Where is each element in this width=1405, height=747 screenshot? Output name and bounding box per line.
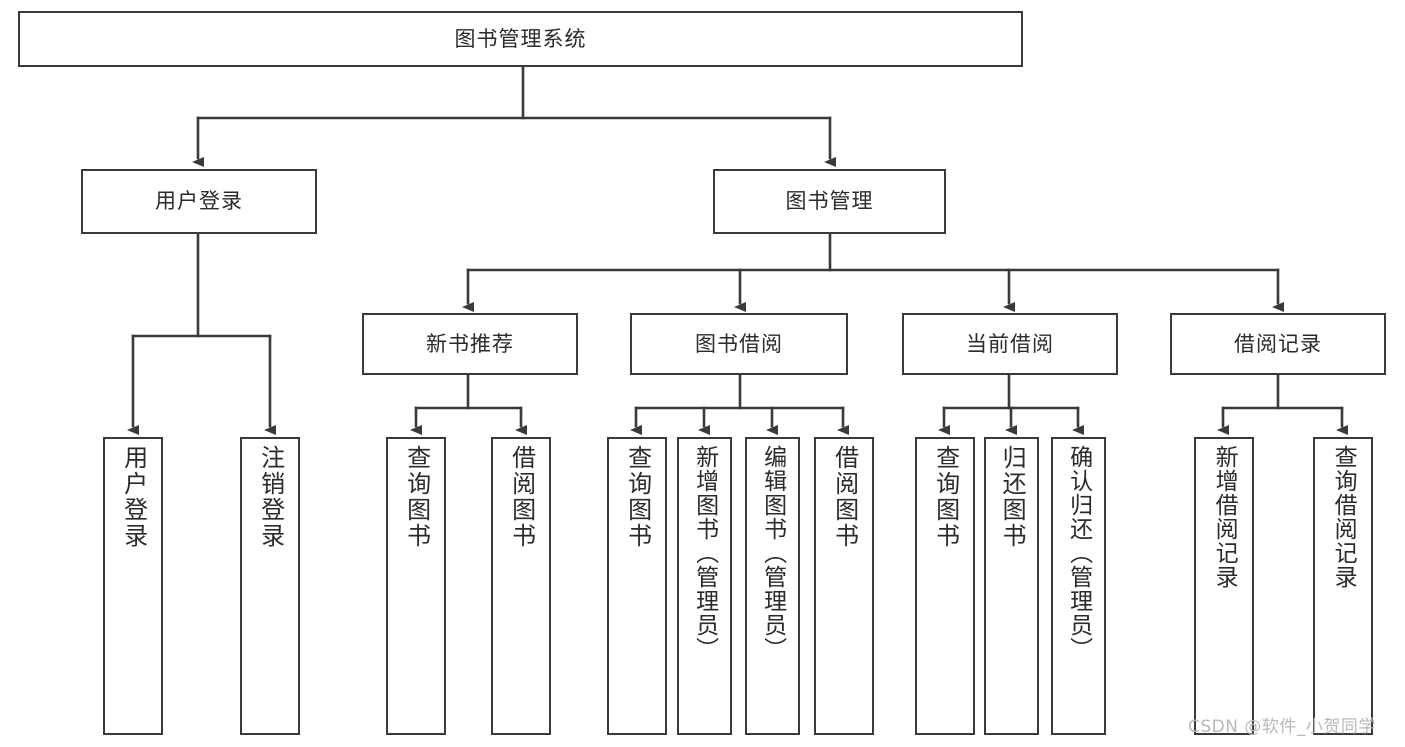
node-root-book-management-system[interactable]: 图书管理系统 <box>18 11 1023 67</box>
leaf-edit-book-admin[interactable]: 编辑图书（管理员） <box>745 437 800 735</box>
node-label: 新书推荐 <box>426 331 514 356</box>
leaf-query-book-borrow[interactable]: 查询图书 <box>607 437 667 735</box>
node-label: 图书管理 <box>785 189 874 214</box>
node-label: 借阅记录 <box>1234 331 1322 356</box>
node-label: 借阅图书 <box>830 445 859 549</box>
node-label: 查询图书 <box>931 445 960 549</box>
node-label: 新增图书（管理员） <box>691 445 718 661</box>
node-current-borrow[interactable]: 当前借阅 <box>902 313 1118 375</box>
leaf-add-book-admin[interactable]: 新增图书（管理员） <box>677 437 732 735</box>
node-label: 借阅图书 <box>507 445 536 549</box>
node-label: 确认归还（管理员） <box>1065 445 1092 661</box>
node-user-login[interactable]: 用户登录 <box>81 169 317 234</box>
node-label: 注销登录 <box>256 445 285 549</box>
leaf-add-borrow-record[interactable]: 新增借阅记录 <box>1194 437 1254 735</box>
node-label: 图书借阅 <box>695 331 783 356</box>
node-label: 查询图书 <box>623 445 652 549</box>
leaf-confirm-return-admin[interactable]: 确认归还（管理员） <box>1051 437 1106 735</box>
leaf-query-book-current[interactable]: 查询图书 <box>915 437 975 735</box>
leaf-borrow-book-new-recommend[interactable]: 借阅图书 <box>491 437 551 735</box>
node-label: 编辑图书（管理员） <box>759 445 786 661</box>
leaf-return-book[interactable]: 归还图书 <box>984 437 1039 735</box>
node-label: 用户登录 <box>119 445 148 549</box>
node-new-book-recommend[interactable]: 新书推荐 <box>362 313 578 375</box>
node-label: 当前借阅 <box>966 331 1054 356</box>
node-book-borrow[interactable]: 图书借阅 <box>630 313 848 375</box>
node-label: 查询借阅记录 <box>1330 445 1357 589</box>
leaf-query-borrow-record[interactable]: 查询借阅记录 <box>1313 437 1373 735</box>
leaf-logout-login[interactable]: 注销登录 <box>240 437 300 735</box>
node-label: 新增借阅记录 <box>1211 445 1238 589</box>
node-label: 图书管理系统 <box>454 26 587 51</box>
node-book-manage[interactable]: 图书管理 <box>713 169 946 234</box>
leaf-borrow-book-borrow[interactable]: 借阅图书 <box>814 437 874 735</box>
node-label: 查询图书 <box>402 445 431 549</box>
node-label: 用户登录 <box>155 189 243 214</box>
node-label: 归还图书 <box>998 445 1027 549</box>
node-borrow-record[interactable]: 借阅记录 <box>1170 313 1386 375</box>
leaf-query-book-new-recommend[interactable]: 查询图书 <box>386 437 446 735</box>
csdn-watermark: CSDN @软件_小贺同学 <box>1188 717 1376 737</box>
leaf-user-login[interactable]: 用户登录 <box>103 437 163 735</box>
